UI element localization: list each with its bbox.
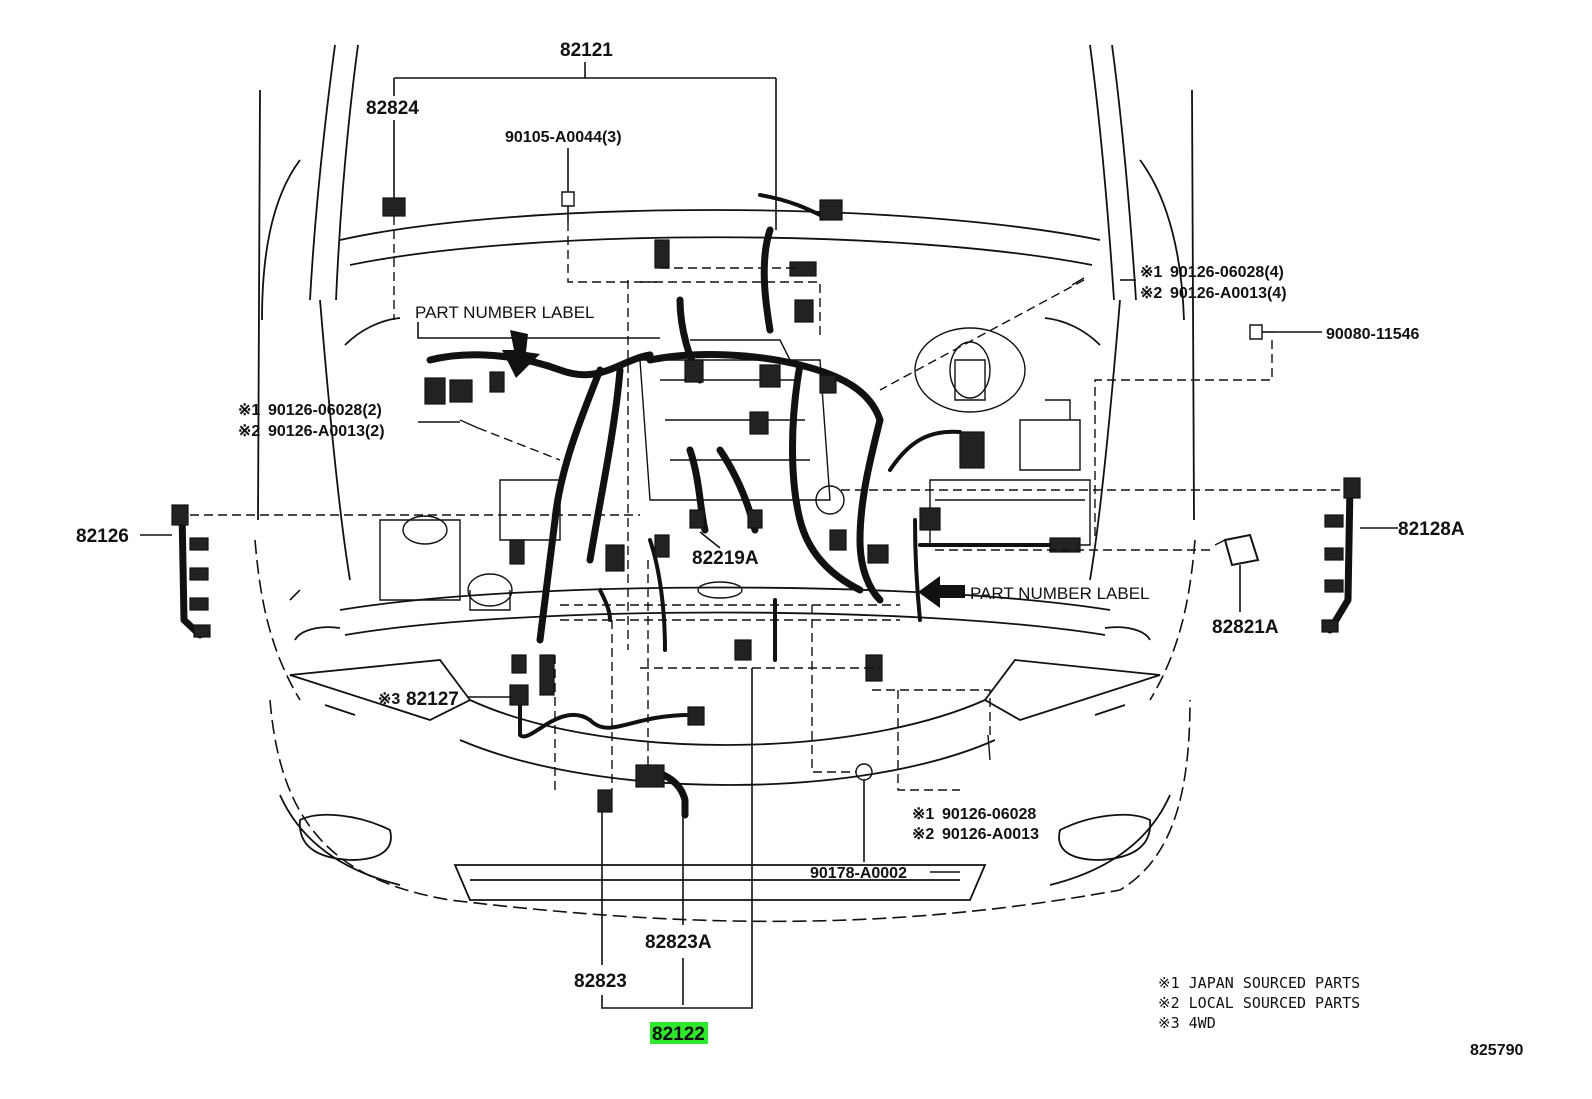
label-90178-a0002[interactable]: 90178-A0002 [810,865,907,882]
label-90105-a0044[interactable]: 90105-A0044(3) [505,129,622,146]
mark-2-upper-right: ※2 [1140,285,1162,302]
label-82127[interactable]: 82127 [406,689,459,710]
part-labels: 82121 82824 90105-A0044(3) PART NUMBER L… [76,40,1465,1045]
mark-3: ※3 [378,691,400,708]
label-82823[interactable]: 82823 [574,971,627,992]
mark-2-left: ※2 [238,423,260,440]
label-82121[interactable]: 82121 [560,40,613,61]
label-82128a[interactable]: 82128A [1398,519,1465,540]
legend: ※1 JAPAN SOURCED PARTS ※2 LOCAL SOURCED … [1158,974,1360,1032]
relay-82821a [1214,533,1260,567]
label-82823a[interactable]: 82823A [645,932,712,953]
connector-bracket-82126 [171,504,211,639]
mark-2-lower: ※2 [912,826,934,843]
figure-number: 825790 [1470,1042,1523,1059]
label-90126-a0013-2[interactable]: 90126-A0013(2) [268,423,385,440]
mark-1-left: ※1 [238,402,260,419]
label-90080-11546[interactable]: 90080-11546 [1326,326,1420,343]
highlight-82122 [650,1022,708,1044]
legend-line-1: ※1 JAPAN SOURCED PARTS [1158,974,1360,992]
vehicle-body-outline [254,44,1196,923]
engine-wire-harness [426,193,1052,819]
part-number-arrows [502,330,965,608]
legend-line-3: ※3 4WD [1158,1014,1216,1032]
connector-bracket-82128a [1321,477,1361,634]
label-82821a[interactable]: 82821A [1212,617,1279,638]
engine-components [379,327,1091,611]
label-90126-a0013-4[interactable]: 90126-A0013(4) [1170,285,1287,302]
label-82126[interactable]: 82126 [76,526,129,547]
label-90126-06028[interactable]: 90126-06028 [942,806,1036,823]
label-90126-06028-4[interactable]: 90126-06028(4) [1170,264,1284,281]
label-82219a[interactable]: 82219A [692,548,759,569]
mark-1-upper-right: ※1 [1140,264,1162,281]
leader-lines [140,62,1398,1009]
label-90126-a0013[interactable]: 90126-A0013 [942,826,1039,843]
mark-1-lower: ※1 [912,806,934,823]
part-number-label-callout-top: PART NUMBER LABEL [415,303,595,322]
legend-line-2: ※2 LOCAL SOURCED PARTS [1158,994,1360,1012]
harness-connectors [382,197,1081,813]
label-82824[interactable]: 82824 [366,98,419,119]
label-82122[interactable]: 82122 [652,1024,705,1045]
label-90126-06028-2[interactable]: 90126-06028(2) [268,402,382,419]
part-number-label-callout-right: PART NUMBER LABEL [970,584,1150,603]
